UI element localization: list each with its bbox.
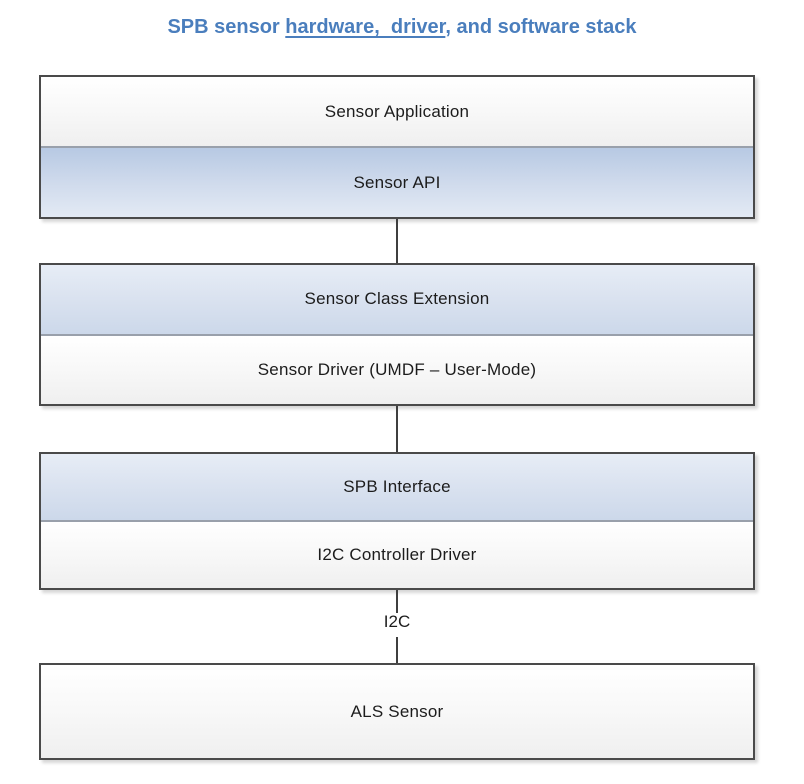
- box-sensor-api: Sensor API: [41, 146, 753, 217]
- title-prefix: SPB sensor: [167, 16, 286, 38]
- stack-group-driver: Sensor Class Extension Sensor Driver (UM…: [39, 263, 755, 406]
- i2c-bus-label: I2C: [383, 612, 411, 631]
- stack-group-application: Sensor Application Sensor API: [39, 75, 755, 219]
- title-hardware-driver-link[interactable]: hardware, driver: [285, 16, 446, 38]
- box-label: Sensor Class Extension: [304, 289, 490, 309]
- box-sensor-application: Sensor Application: [41, 77, 753, 146]
- box-label: Sensor Driver (UMDF – User-Mode): [257, 359, 537, 379]
- box-label: I2C Controller Driver: [317, 545, 477, 564]
- connector-controller-to-i2c-label: [396, 590, 398, 613]
- box-sensor-driver-umdf: Sensor Driver (UMDF – User-Mode): [41, 333, 753, 404]
- stack-group-hardware: ALS Sensor: [39, 663, 755, 760]
- connector-driver-to-spb: [396, 406, 398, 452]
- box-label: SPB Interface: [343, 477, 451, 496]
- stack-group-spb: SPB Interface I2C Controller Driver: [39, 452, 755, 590]
- connector-api-to-class-extension: [396, 219, 398, 263]
- box-als-sensor: ALS Sensor: [41, 665, 753, 758]
- connector-i2c-label-to-als: [396, 637, 398, 663]
- box-label: ALS Sensor: [350, 701, 444, 721]
- box-spb-interface: SPB Interface: [41, 454, 753, 520]
- box-i2c-controller-driver: I2C Controller Driver: [41, 520, 753, 588]
- box-label: Sensor Application: [324, 101, 470, 121]
- page-title: SPB sensor hardware, driver, and softwar…: [0, 16, 804, 39]
- box-sensor-class-extension: Sensor Class Extension: [41, 265, 753, 334]
- title-suffix: , and software stack: [445, 16, 637, 38]
- box-label: Sensor API: [353, 172, 441, 192]
